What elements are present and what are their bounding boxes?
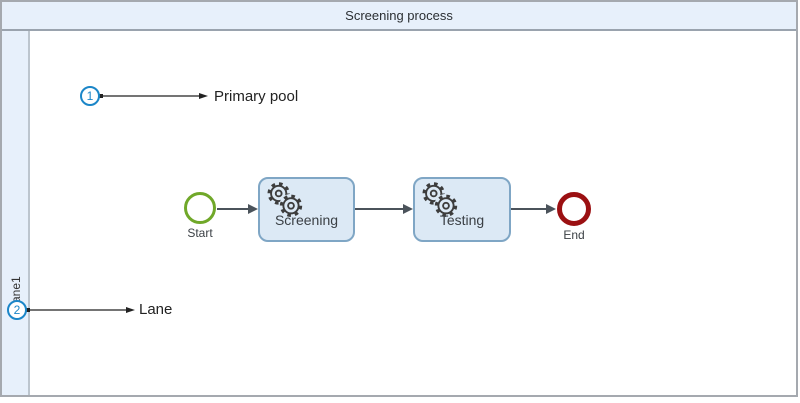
task-testing-label: Testing <box>439 212 485 228</box>
pool-stage: Screening process Lane1 <box>2 2 796 395</box>
flow-arrowhead <box>403 204 413 214</box>
flow-arrowhead <box>546 204 556 214</box>
end-event-label: End <box>563 228 585 242</box>
callout-1-badge: 1 <box>80 86 100 106</box>
flow-arrowhead <box>248 204 258 214</box>
callout-2-label: Lane <box>139 301 173 318</box>
lane-header: Lane1 <box>2 31 30 395</box>
callout-2-badge: 2 <box>7 300 27 320</box>
task-screening-label: Screening <box>274 212 339 228</box>
connectors-layer <box>26 93 556 313</box>
annotation-leaders <box>26 93 208 313</box>
end-event <box>557 192 591 226</box>
task-screening: Screening <box>258 177 355 242</box>
pool-title: Screening process <box>345 8 453 23</box>
start-event-label: Start <box>187 226 213 240</box>
leader-arrowhead <box>126 307 135 313</box>
leader-arrowhead <box>199 93 208 99</box>
start-event <box>184 192 216 224</box>
callout-1-label: Primary pool <box>214 88 299 105</box>
task-testing: Testing <box>413 177 511 242</box>
pool-header: Screening process <box>2 2 796 31</box>
